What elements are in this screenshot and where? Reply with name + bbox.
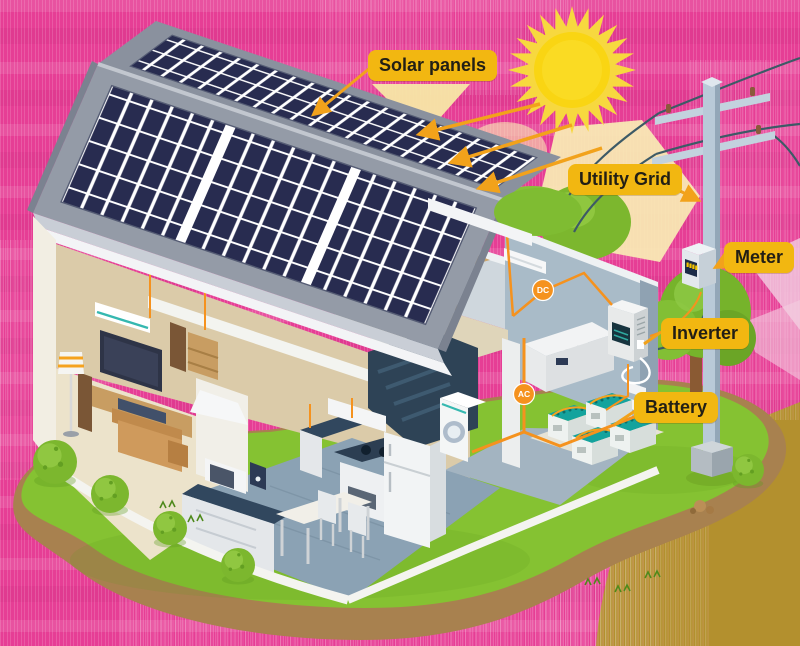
roof-soffit	[39, 227, 452, 376]
rocks	[690, 500, 714, 514]
chair	[348, 502, 366, 558]
speaker	[78, 372, 92, 432]
pole-base	[686, 441, 738, 486]
dc-badge: DC	[531, 278, 555, 302]
solar-panel-array-front	[61, 86, 476, 325]
label-utility-grid: Utility Grid	[568, 164, 683, 195]
utility-pole	[559, 56, 800, 486]
water-heater	[524, 322, 614, 392]
upper-cabinet	[328, 398, 386, 432]
solar-panel-array-back	[130, 35, 536, 188]
kitchen	[182, 378, 446, 576]
counter	[300, 416, 364, 438]
label-meter: Meter	[724, 242, 795, 273]
counter	[182, 484, 290, 524]
ac-badge-text: AC	[518, 389, 530, 399]
inverter-box	[608, 300, 651, 385]
washing-machine	[440, 392, 486, 462]
label-solar-panels: Solar panels	[368, 50, 498, 81]
upstairs-slab	[148, 296, 370, 382]
roof	[27, 21, 561, 470]
label-battery: Battery	[634, 392, 719, 423]
ac-badge: AC	[512, 382, 536, 406]
shelf-unit	[188, 332, 218, 380]
floor-lamp	[58, 352, 84, 374]
dc-badge-text: DC	[537, 285, 549, 295]
hedge	[494, 188, 582, 236]
fridge-icon	[384, 432, 430, 548]
upper-ledge	[428, 198, 532, 246]
range-hood-icon	[190, 390, 248, 425]
meter-box	[682, 243, 716, 289]
callout-arrows	[310, 66, 735, 427]
house: DC AC	[27, 21, 701, 605]
living-room	[58, 302, 219, 472]
sun-icon	[508, 6, 636, 134]
roof-fascia	[33, 213, 444, 363]
label-inverter: Inverter	[661, 318, 750, 349]
speaker	[170, 322, 186, 372]
utility-room	[440, 248, 664, 468]
left-wall-corner	[33, 216, 56, 470]
pillar	[502, 338, 520, 468]
coffee-maker-icon	[250, 462, 266, 490]
chair	[318, 490, 336, 546]
oven-door	[348, 486, 376, 510]
